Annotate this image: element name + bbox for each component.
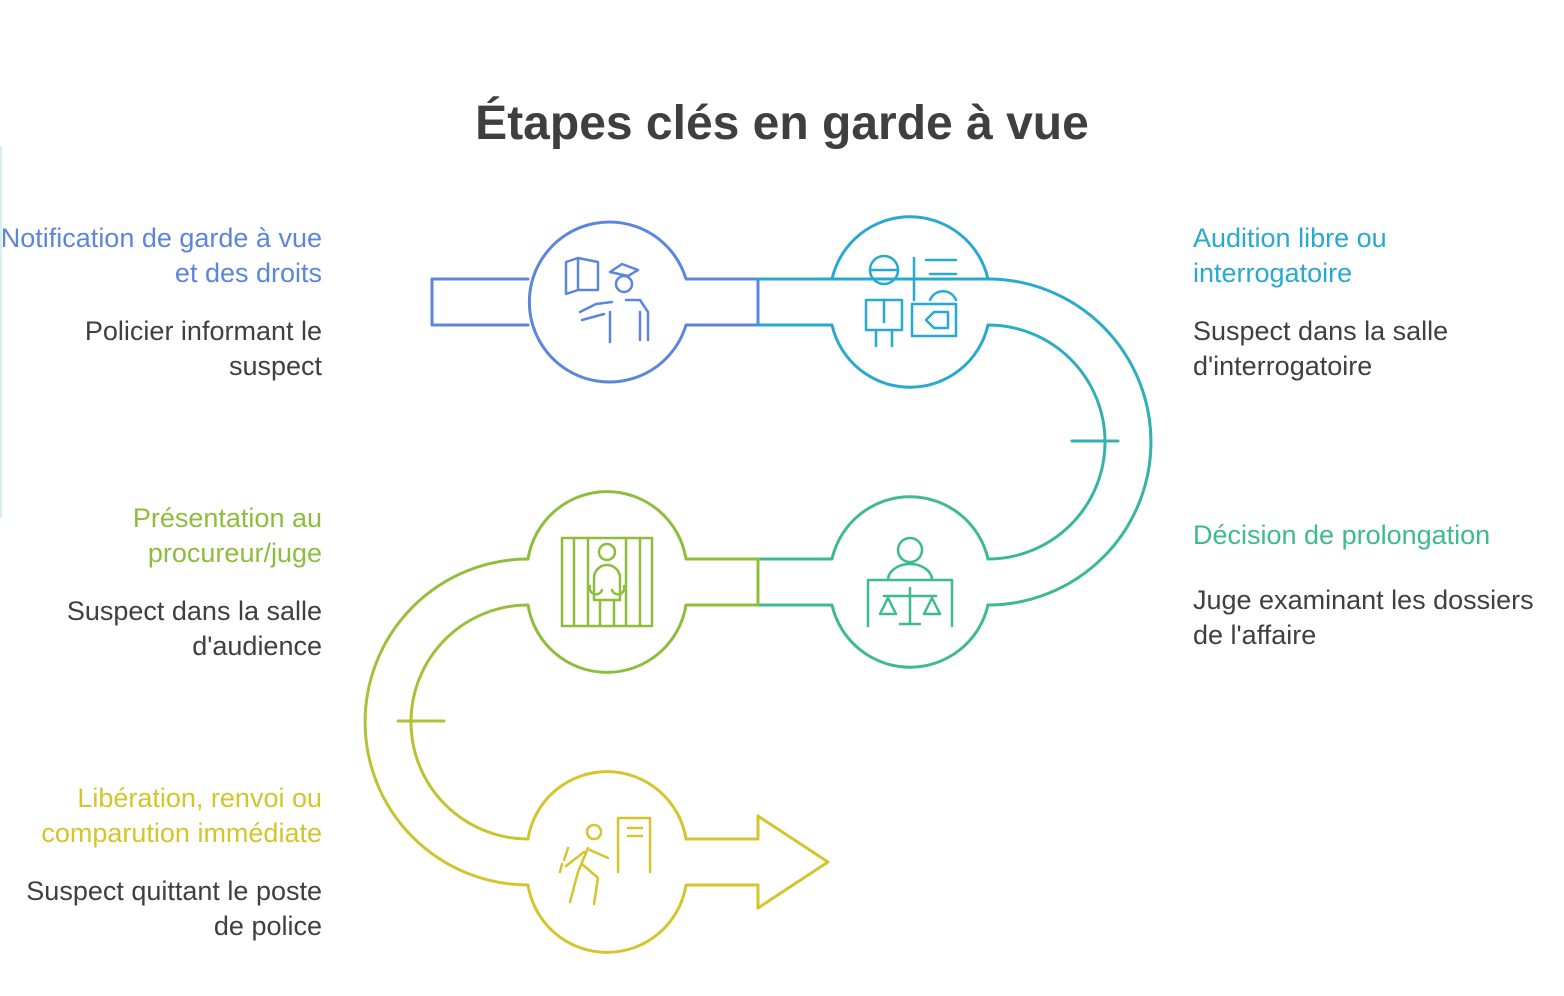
step-5-node [526, 770, 830, 954]
step-4-node [526, 490, 760, 674]
step-3-description: Juge examinant les dossiers de l'affaire [1193, 585, 1534, 650]
step-4-text: Présentation au procureur/juge Suspect d… [0, 501, 322, 664]
police-officer-icon [564, 256, 650, 344]
step-1-text: Notification de garde à vue et des droit… [0, 221, 322, 384]
step-1-description: Policier informant le suspect [84, 316, 322, 381]
step-2-node [756, 215, 990, 389]
step-3-text: Décision de prolongation Juge examinant … [1193, 518, 1553, 653]
step-5-text: Libération, renvoi ou comparution immédi… [0, 781, 322, 944]
step-1-title: Notification de garde à vue et des droit… [0, 223, 322, 288]
left-connector [363, 557, 530, 887]
step-4-title: Présentation au procureur/juge [132, 503, 322, 568]
step-5-title: Libération, renvoi ou comparution immédi… [41, 783, 322, 848]
step-4-description: Suspect dans la salle d'audience [66, 596, 322, 661]
step-2-description: Suspect dans la salle d'interrogatoire [1193, 316, 1449, 381]
edge-divider [0, 146, 2, 518]
page-title: Étapes clés en garde à vue [475, 97, 1089, 150]
step-2-title: Audition libre ou interrogatoire [1193, 223, 1387, 288]
step-3-node [756, 495, 990, 669]
person-leaving-door-icon [558, 816, 652, 906]
step-5-description: Suspect quittant le poste de police [26, 876, 322, 941]
step-3-title: Décision de prolongation [1193, 520, 1491, 550]
step-1-node [430, 220, 760, 384]
judge-scales-icon [866, 536, 954, 628]
right-connector [986, 277, 1153, 607]
prisoner-bars-icon [560, 536, 654, 628]
interrogation-room-icon [864, 254, 958, 348]
step-2-text: Audition libre ou interrogatoire Suspect… [1193, 221, 1523, 384]
